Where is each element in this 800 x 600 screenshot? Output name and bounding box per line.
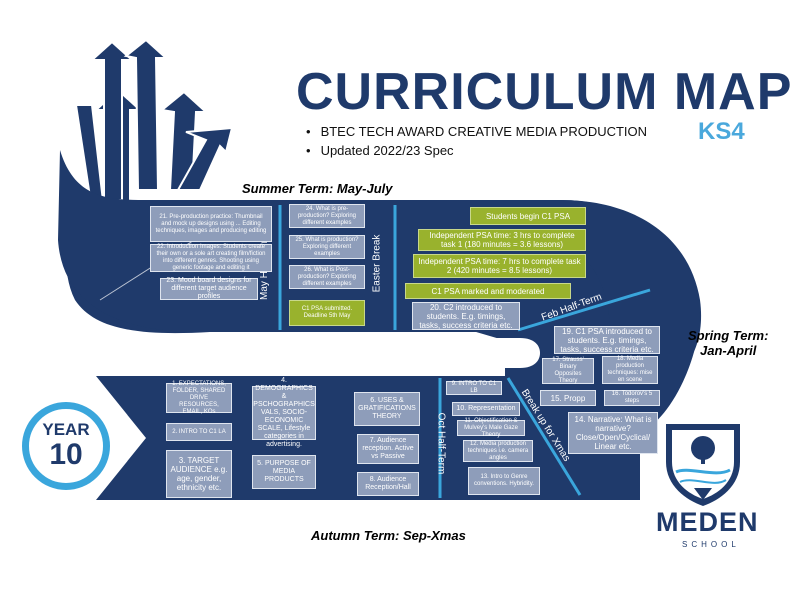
lesson-box-8: 8. Audience Reception/Hall (357, 472, 419, 496)
psa-task2-box: Independent PSA time: 7 hrs to complete … (413, 254, 586, 278)
lesson-box-19: 19. C1 PSA introduced to students. E.g. … (554, 326, 660, 354)
course-bullets: BTEC TECH AWARD CREATIVE MEDIA PRODUCTIO… (306, 122, 647, 160)
lesson-box-4: 4. DEMOGRAPHICS & PSCHOGRAPHICS VALS, SO… (252, 377, 316, 448)
lesson-box-23: 23. Mood board designs for different tar… (160, 277, 258, 300)
lesson-box-16: 16. Todorov's 5 steps (604, 390, 660, 406)
lesson-box-15: 15. Propp (540, 390, 596, 406)
psa-task1-box: Independent PSA time: 3 hrs to complete … (418, 229, 586, 251)
bullet-course: BTEC TECH AWARD CREATIVE MEDIA PRODUCTIO… (306, 122, 647, 141)
lesson-box-1: 1. EXPECTATIONS, FOLDER, SHARED DRIVE RE… (166, 381, 232, 415)
autumn-term-label: Autumn Term: Sep-Xmas (311, 528, 466, 543)
psa-begin-box: Students begin C1 PSA (470, 207, 586, 225)
school-tagline: SCHOOL (682, 540, 740, 549)
spring-term-label: Spring Term: Jan-April (688, 328, 768, 358)
bullet-updated: Updated 2022/23 Spec (306, 141, 647, 160)
meden-shield-logo (666, 424, 740, 506)
lesson-box-18: 18. Media production techniques: mise en… (602, 356, 658, 384)
key-stage-label: KS4 (698, 118, 745, 145)
spring-term-line2: Jan-April (700, 343, 757, 358)
easter-break-label: Easter Break (371, 234, 383, 293)
lesson-box-20: 20. C2 introduced to students. E.g. timi… (412, 302, 520, 330)
lesson-box-9: 9. INTRO TO C1 LB (446, 381, 502, 395)
lesson-box-7: 7. Audience reception. Active vs Passive (357, 434, 419, 464)
oct-half-term-label: Oct Half-Term (435, 412, 447, 475)
lesson-box-11: 11. Objectification & Mulvey's Male Gaze… (457, 418, 525, 438)
lesson-box-3: 3. TARGET AUDIENCE e.g. age, gender, eth… (166, 450, 232, 498)
lesson-box-17: 17. Strauss' Binary Opposites Theory (542, 357, 594, 384)
year-label: YEAR (42, 420, 90, 439)
page-title: CURRICULUM MAP (296, 63, 793, 121)
lesson-box-6: 6. USES & GRATIFICATIONS THEORY (354, 392, 420, 426)
lesson-box-21: 21. Pre-production practice: Thumbnail a… (150, 206, 272, 242)
summer-term-label: Summer Term: May-July (242, 181, 393, 196)
lesson-box-12: 12. Media production techniques i.e. cam… (463, 440, 533, 462)
lesson-box-5: 5. PURPOSE OF MEDIA PRODUCTS (252, 455, 316, 489)
year-badge: YEAR 10 (22, 402, 110, 490)
lesson-box-25: 25. What is production? Exploring differ… (289, 235, 365, 259)
lesson-box-13: 13. Intro to Genre conventions. Hybridit… (468, 467, 540, 495)
psa-marked-box: C1 PSA marked and moderated (405, 283, 571, 299)
lesson-box-psa-submitted: C1 PSA submitted. Deadline 5th May (289, 300, 365, 326)
lesson-box-22: 22. Introduction Images: Students create… (150, 244, 272, 272)
lesson-box-2: 2. INTRO TO C1 LA (166, 423, 232, 441)
arrow-fan (59, 38, 234, 211)
lesson-box-24: 24. What is pre-production? Exploring di… (289, 204, 365, 228)
year-number: 10 (49, 438, 83, 471)
lesson-box-10: 10. Representation (452, 402, 520, 416)
lesson-box-26: 26. What is Post-production? Exploring d… (289, 265, 365, 289)
road-bottom (96, 360, 640, 500)
spring-term-line1: Spring Term: (688, 328, 769, 343)
school-name: MEDEN (656, 507, 759, 537)
lesson-box-14: 14. Narrative: What is narrative? Close/… (568, 412, 658, 454)
